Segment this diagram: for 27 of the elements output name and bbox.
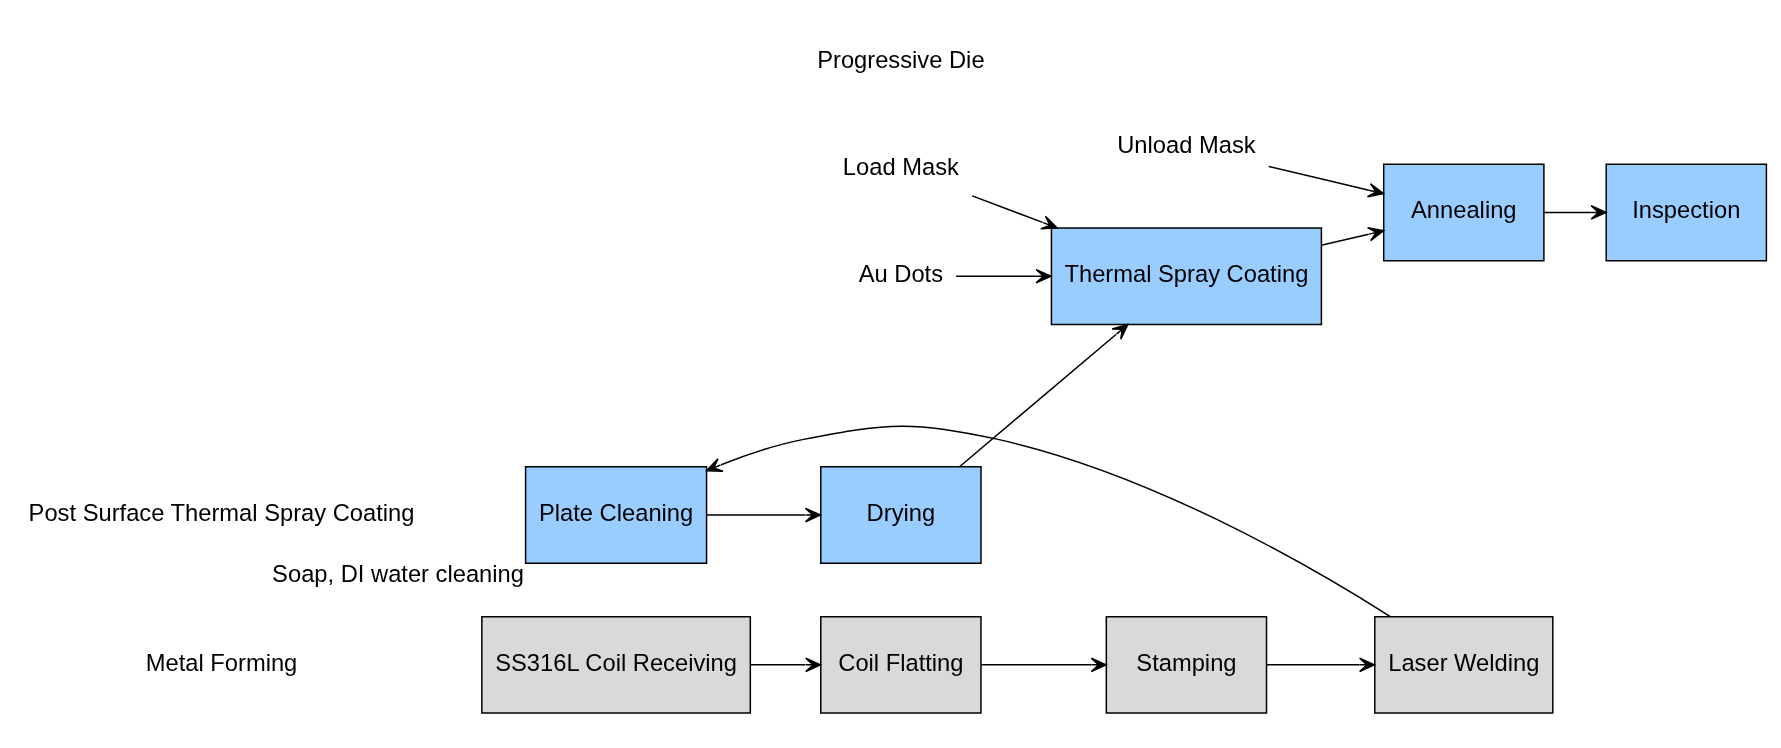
node-text: Unload Mask [1117, 131, 1256, 158]
label: Post Surface Thermal Spray Coating [28, 499, 415, 526]
arrow [955, 268, 1052, 284]
arrow [1268, 165, 1385, 197]
node-box: Stamping [1105, 615, 1268, 714]
node-box: Thermal Spray Coating [1050, 226, 1323, 325]
arrow [749, 656, 822, 672]
node-text: Au Dots [858, 260, 944, 287]
arrow [1265, 656, 1376, 672]
node-label: Soap, DI water cleaning [272, 560, 524, 587]
node-box: Plate Cleaning [524, 465, 708, 564]
arrow [706, 424, 1392, 617]
arrow [958, 323, 1129, 467]
node-text: Load Mask [842, 153, 959, 180]
arrow [980, 656, 1107, 672]
label: Metal Forming [145, 649, 298, 675]
node-box: SS316L Coil Receiving [481, 615, 752, 714]
node-box: Coil Flatting [820, 615, 982, 714]
label: Progressive Die [817, 46, 985, 73]
node-box: Inspection [1605, 163, 1768, 261]
node-box: Annealing [1382, 163, 1545, 261]
arrow [1320, 226, 1385, 246]
arrow [971, 194, 1058, 230]
node-box: Laser Welding [1374, 615, 1554, 714]
arrow [706, 507, 822, 522]
node-box: Drying [820, 465, 982, 564]
arrow [1543, 204, 1607, 220]
